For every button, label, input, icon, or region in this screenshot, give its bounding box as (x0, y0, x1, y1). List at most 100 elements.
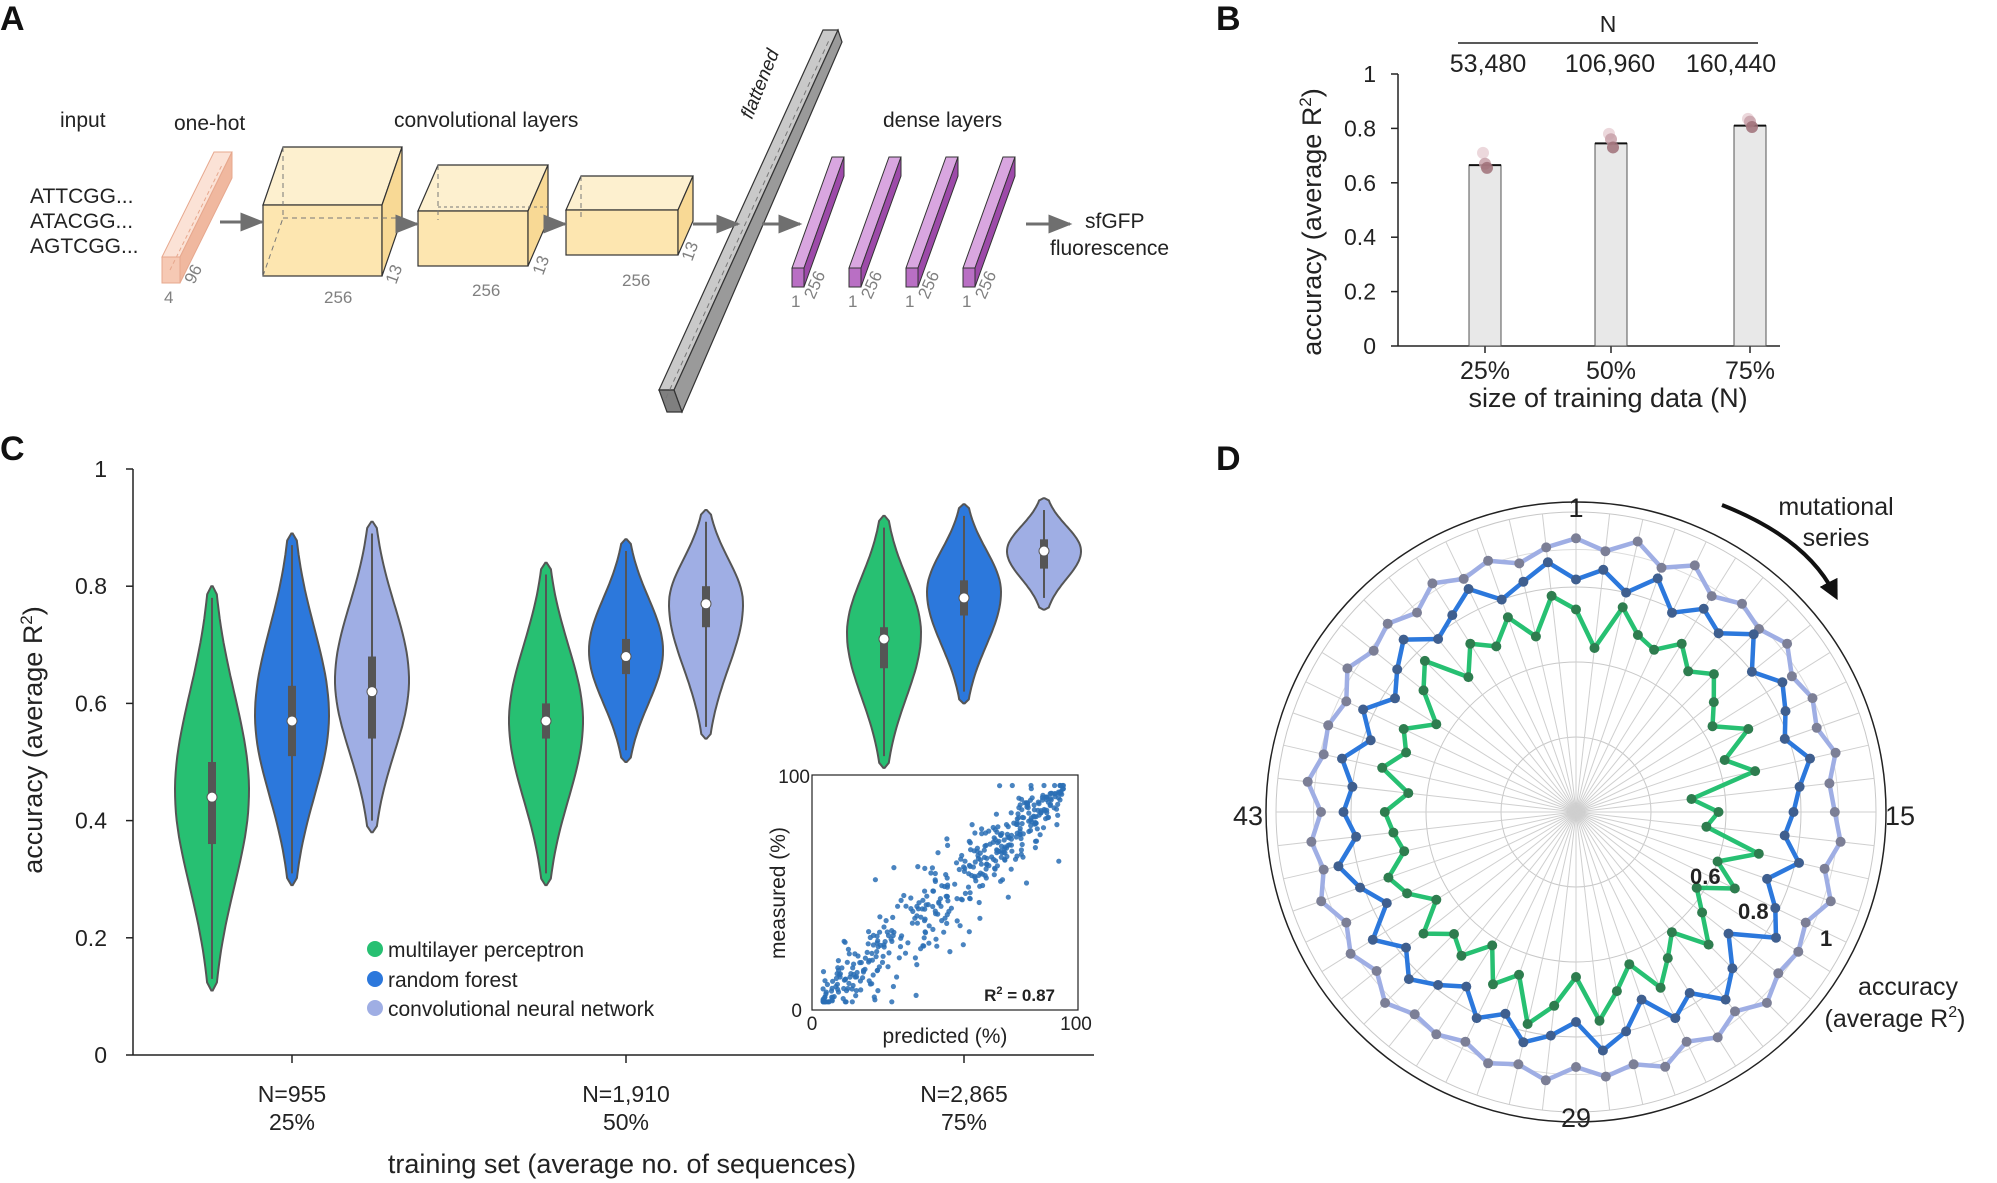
inset-point (853, 988, 860, 994)
inset-point (845, 946, 852, 952)
inset-point (829, 998, 835, 1004)
d-spoke (1575, 811, 1676, 1096)
inset-point (890, 983, 897, 990)
inset-point (1024, 800, 1031, 806)
inset-point (944, 836, 950, 842)
inset-point (990, 824, 996, 831)
d-series-point (1773, 968, 1784, 979)
d-series-point (1649, 644, 1660, 655)
inset-point (986, 828, 992, 834)
inset-point (944, 894, 950, 900)
inset-point (872, 877, 879, 883)
d-series-point (1571, 972, 1581, 982)
d-spoke (1415, 557, 1577, 813)
c-violin-median (1038, 545, 1050, 557)
d-spoke (1575, 513, 1611, 813)
inset-point (918, 914, 924, 920)
inset-point (1045, 814, 1052, 821)
inset-point (877, 942, 884, 948)
d-series-point (1487, 940, 1498, 951)
inset-xtick-0: 0 (807, 1014, 818, 1035)
c-violin-median (366, 686, 378, 698)
inset-point (977, 915, 983, 921)
d-series-point (1483, 1058, 1494, 1069)
inset-point (957, 923, 963, 929)
inset-point (1052, 791, 1058, 797)
input-label: input (60, 109, 106, 132)
legend-marker-mlp (367, 941, 383, 957)
d-series-point (1368, 645, 1379, 656)
inset-point (846, 980, 852, 987)
c-legend: multilayer perceptron random forest conv… (367, 939, 655, 1021)
d-series-point (1683, 666, 1694, 677)
inset-point (944, 920, 950, 927)
inset-point (969, 822, 975, 828)
inset-point (999, 877, 1006, 883)
inset-point (843, 988, 850, 994)
conv-block-2 (417, 164, 549, 267)
d-spoke (1575, 777, 1875, 813)
d-series-point (1522, 1019, 1533, 1029)
d-axis-label-43: 43 (1233, 801, 1263, 831)
d-series-point (1463, 584, 1474, 594)
inset-point (891, 929, 897, 935)
b-xlabel: size of training data (N) (1468, 383, 1747, 413)
d-series-point (1805, 753, 1815, 764)
inset-point (866, 959, 872, 965)
inset-point (1043, 796, 1050, 803)
inset-point (852, 974, 858, 980)
d-spoke (1321, 651, 1577, 813)
inset-point (918, 946, 924, 952)
inset-point (972, 873, 978, 879)
d-series-point (1667, 607, 1677, 618)
output-label-line2: fluorescence (1050, 237, 1169, 260)
inset-point (929, 865, 936, 871)
d-spoke (1575, 744, 1869, 813)
panel-b-label: B (1216, 0, 1241, 38)
c-violin-median (620, 651, 632, 663)
d-series-point (1684, 988, 1695, 998)
b-top-tick-1: 53,480 (1450, 50, 1526, 78)
d-series-point (1686, 794, 1697, 804)
inset-point (820, 969, 827, 975)
d-series-point (1431, 719, 1442, 730)
inset-point (972, 859, 978, 865)
d-series-point (1708, 697, 1719, 708)
d-series-point (1514, 969, 1524, 980)
d-series-point (1316, 896, 1327, 907)
d-series-point (1483, 555, 1494, 566)
d-spoke (1575, 541, 1707, 813)
d-series-point (1600, 546, 1611, 557)
d-series-point (1546, 590, 1557, 601)
inset-point (898, 897, 904, 904)
inset-point (1002, 850, 1008, 856)
inset-point (828, 988, 835, 994)
inset-point (973, 878, 979, 884)
d-series-point (1571, 604, 1581, 615)
d-series-3 (1377, 590, 1764, 1029)
d-series-point (1456, 950, 1467, 961)
d-series-point (1779, 830, 1790, 841)
inset-point (945, 842, 951, 849)
d-series-point (1398, 724, 1409, 734)
inset-point (1008, 836, 1015, 842)
d-series-1 (1302, 533, 1846, 1086)
d-series-point (1460, 1036, 1471, 1047)
dense-block-top (905, 156, 959, 269)
inset-r2-annotation: R2 = 0.87 (984, 985, 1055, 1005)
d-series-point (1392, 664, 1403, 675)
inset-point (1044, 810, 1050, 816)
d-series-point (1794, 781, 1805, 792)
inset-point (953, 860, 960, 866)
d-series-point (1409, 1009, 1420, 1020)
inset-point (961, 868, 968, 875)
inset-point (1032, 845, 1038, 851)
inset-point (855, 953, 861, 959)
inset-point (849, 999, 855, 1005)
d-series-point (1449, 929, 1459, 939)
d-series-point (1433, 980, 1444, 990)
inset-point (1034, 826, 1040, 832)
inset-point (842, 976, 849, 982)
d-series-point (1341, 696, 1352, 707)
c-ylabel: accuracy (average R2) (17, 606, 48, 874)
